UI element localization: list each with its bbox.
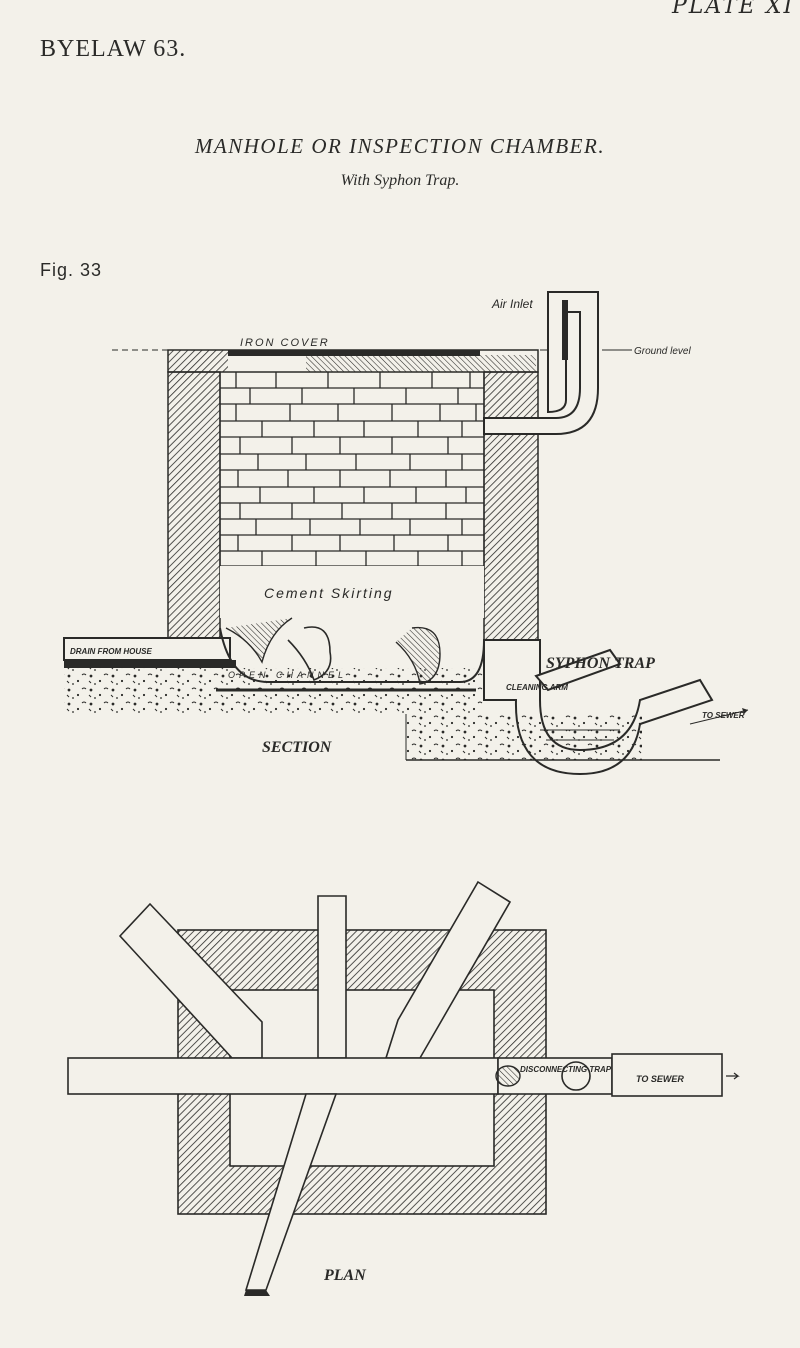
drain-pipe-wall — [64, 660, 236, 668]
open-channel-label: OPEN CHANNEL — [228, 670, 347, 680]
drain-from-house-label: DRAIN FROM HOUSE — [70, 647, 152, 656]
plan-main-drain — [67, 1057, 499, 1095]
plan-to-sewer-label: TO SEWER — [636, 1074, 684, 1084]
cleaning-arm-label: CLEANING ARM — [506, 683, 568, 692]
cleaning-arm — [534, 648, 622, 692]
to-sewer-arrowhead — [742, 708, 748, 714]
brick-joints — [235, 372, 477, 566]
plan-arrow-icon — [726, 1072, 740, 1080]
syphon-trap-label: SYPHON TRAP — [546, 655, 655, 672]
trap-stopper-icon — [495, 1065, 521, 1087]
plan-label: PLAN — [323, 1267, 367, 1284]
right-wall — [483, 371, 539, 641]
iron-cover-plate — [228, 350, 480, 356]
section-drawing: Air Inlet IRON COVER Ground level Cement… — [63, 291, 749, 776]
cleaning-eye-icon — [561, 1061, 591, 1091]
cover-frame-right — [306, 355, 536, 372]
air-inlet-label: Air Inlet — [491, 297, 533, 311]
page-title: MANHOLE OR INSPECTION CHAMBER. — [194, 134, 606, 158]
cement-skirting-label: Cement Skirting — [264, 585, 394, 601]
plate-number: PLATE XI — [672, 0, 795, 19]
to-sewer-arrow — [689, 709, 749, 725]
section-to-sewer-label: TO SEWER — [702, 711, 745, 720]
left-wall — [167, 371, 221, 655]
figure-label: Fig. 33 — [40, 260, 103, 280]
concrete-bed-trap — [406, 714, 642, 760]
plan-branch-bottom-cap — [244, 1290, 270, 1296]
page-subtitle: With Syphon Trap. — [340, 172, 460, 189]
concrete-bed — [64, 668, 484, 714]
brickwork — [219, 372, 485, 567]
ground-level-label: Ground level — [634, 346, 691, 357]
cover-frame-left — [168, 350, 228, 372]
plan-drawing: DISCONNECTING TRAP TO SEWER PLAN — [67, 880, 740, 1296]
plan-outlet-pipe — [611, 1053, 723, 1097]
plan-branch-left — [118, 902, 263, 1059]
air-inlet-pipe — [483, 291, 599, 435]
chamber-lower-space — [220, 566, 484, 618]
section-label: SECTION — [262, 739, 333, 756]
byelaw-heading: BYELAW 63. — [40, 36, 187, 62]
air-inlet-flap — [562, 300, 568, 360]
plan-branch-top — [317, 895, 347, 1059]
iron-cover-label: IRON COVER — [240, 337, 330, 349]
benching-left — [225, 617, 293, 664]
disconnecting-trap-label: DISCONNECTING TRAP — [520, 1065, 612, 1074]
